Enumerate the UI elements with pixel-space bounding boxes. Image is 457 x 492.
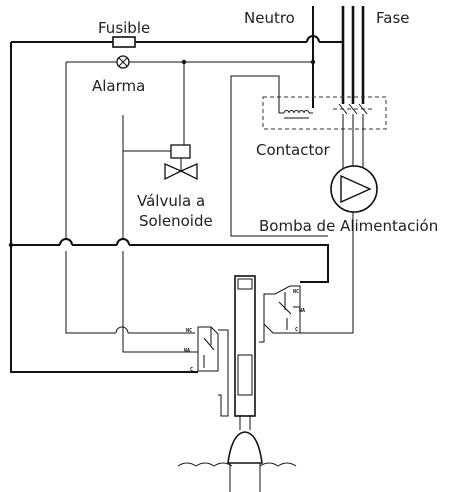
valvula-label-line2: Solenoide bbox=[139, 212, 213, 230]
float-switch-assembly bbox=[177, 275, 297, 492]
fusible-symbol bbox=[112, 36, 136, 48]
junction-dot bbox=[310, 59, 316, 65]
solenoid-coil-icon bbox=[170, 144, 191, 159]
pump-icon bbox=[330, 165, 378, 213]
left-rail bbox=[10, 42, 198, 373]
crossover-hop bbox=[115, 326, 129, 334]
upper-float-switch: NC NA C bbox=[259, 285, 305, 343]
top-bus bbox=[10, 35, 343, 373]
bomba-label: Bomba de Alimentación bbox=[259, 217, 438, 235]
valvula-label-line1: Válvula a bbox=[137, 192, 205, 210]
lower-switch-nc-label: NC bbox=[186, 328, 192, 334]
mid-bus bbox=[8, 238, 329, 283]
contactor-box bbox=[262, 96, 387, 130]
float-bulb-icon bbox=[227, 431, 263, 464]
lower-float-switch: NC NA C bbox=[184, 326, 229, 417]
lower-switch-c-label: C bbox=[190, 367, 193, 373]
valve-body-icon bbox=[164, 163, 198, 181]
upper-switch-c-label: C bbox=[295, 327, 298, 333]
pump-return-line bbox=[292, 212, 354, 334]
contactor bbox=[230, 75, 387, 237]
junction-dot bbox=[8, 242, 14, 248]
neutro-label: Neutro bbox=[244, 9, 295, 27]
fusible-label: Fusible bbox=[98, 19, 150, 37]
upper-switch-nc-label: NC bbox=[293, 289, 299, 295]
contactor-coil-icon bbox=[283, 110, 310, 114]
lower-switch-na-label: NA bbox=[184, 348, 190, 354]
float-rod bbox=[234, 275, 256, 417]
upper-switch-na-label: NA bbox=[299, 308, 305, 314]
alarma-label: Alarma bbox=[92, 77, 145, 95]
crossover-hop bbox=[306, 35, 320, 43]
bomba-pump bbox=[330, 165, 378, 213]
solenoid-valve-circuit bbox=[122, 62, 198, 353]
fase-label: Fase bbox=[376, 9, 410, 27]
power-lines bbox=[312, 6, 365, 108]
water-surface bbox=[177, 462, 297, 467]
alarm-circuit bbox=[59, 55, 316, 334]
contactor-label: Contactor bbox=[256, 141, 331, 159]
